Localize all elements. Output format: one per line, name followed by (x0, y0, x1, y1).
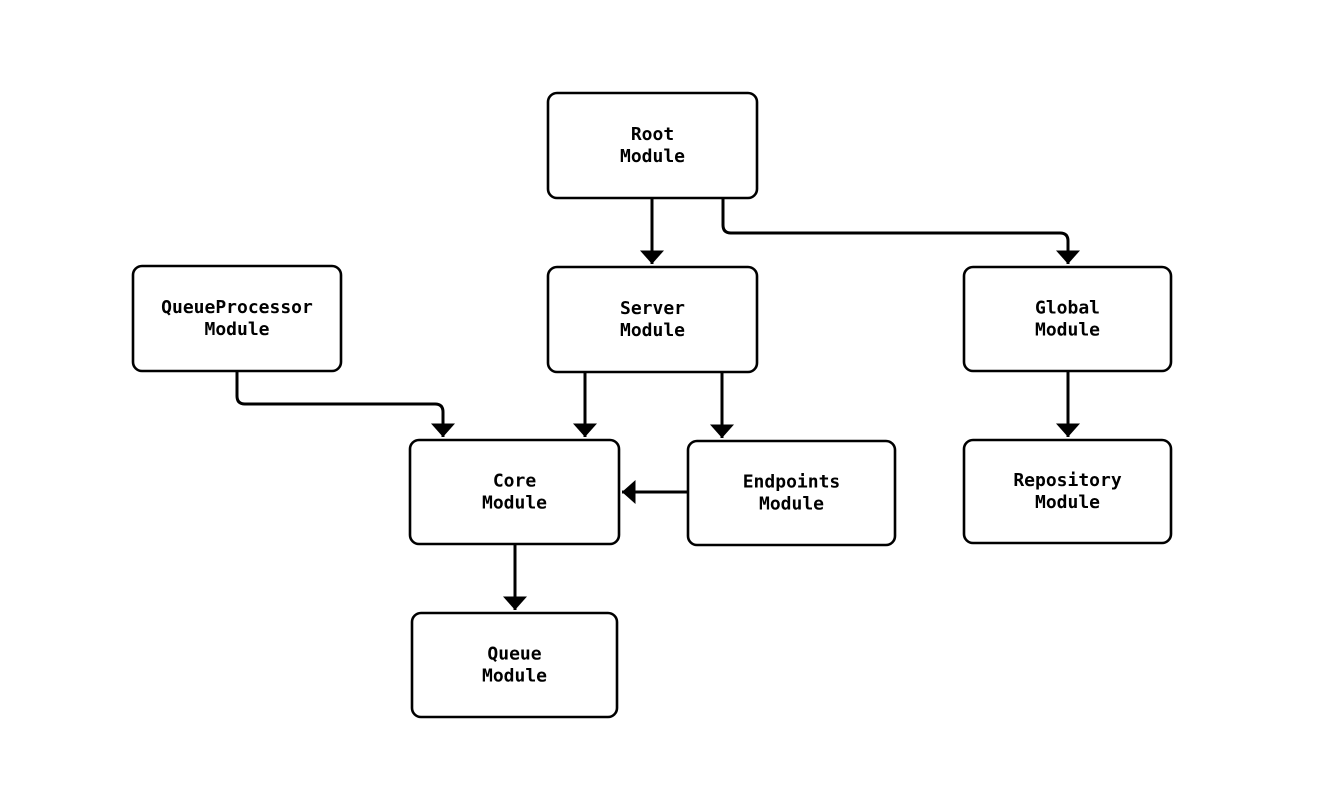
node-label-global-line-2: Module (1035, 320, 1100, 341)
node-label-root-line-2: Module (620, 146, 685, 167)
node-box-repository (962, 438, 1173, 545)
node-label-queue-line-1: Queue (487, 644, 541, 665)
node-label-global-line-1: Global (1035, 298, 1100, 319)
node-label-endpoints-line-1: Endpoints (743, 472, 841, 493)
edge-root-to-global (721, 198, 1080, 264)
node-box-queueprocessor (131, 264, 343, 373)
node-label-root-line-1: Root (631, 124, 674, 145)
node-box-queue (410, 611, 619, 719)
node-label-server-line-1: Server (620, 298, 685, 319)
nodes-layer: RootModuleQueueProcessorModuleServerModu… (131, 91, 1173, 719)
node-box-core (408, 438, 621, 546)
node-label-repository-line-2: Module (1035, 492, 1100, 513)
node-box-endpoints (686, 439, 897, 547)
node-label-endpoints-line-2: Module (759, 494, 824, 515)
node-label-core-line-1: Core (493, 471, 537, 492)
node-label-queue-line-2: Module (482, 666, 547, 687)
node-label-queueprocessor-line-1: QueueProcessor (161, 297, 313, 318)
node-box-root (546, 91, 759, 200)
node-label-server-line-2: Module (620, 320, 685, 341)
edges-layer (235, 198, 1080, 610)
node-box-global (962, 265, 1173, 373)
node-label-queueprocessor-line-2: Module (204, 319, 269, 340)
node-label-repository-line-1: Repository (1013, 470, 1122, 491)
edge-queueprocessor-to-core (235, 371, 455, 437)
node-label-core-line-2: Module (482, 493, 547, 514)
node-box-server (546, 265, 759, 374)
